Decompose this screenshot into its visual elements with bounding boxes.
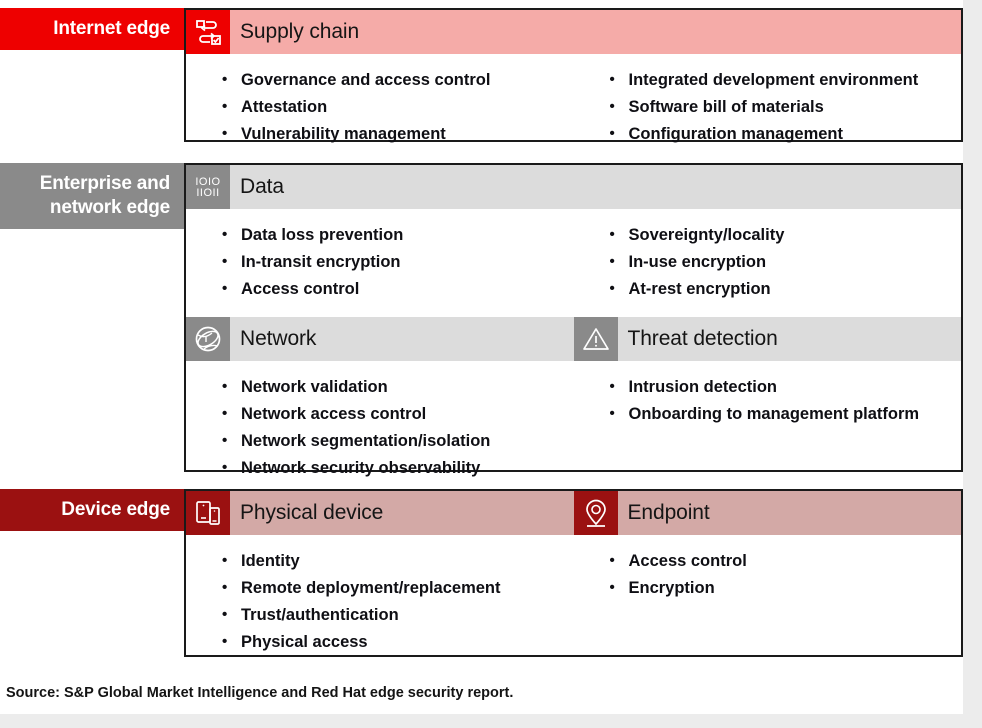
bullet-list: Access control Encryption [574,535,962,616]
data-column-2: Sovereignty/locality In-use encryption A… [574,209,962,317]
supply-chain-icon [186,10,230,54]
panel-header-network: Network [186,317,574,361]
tier-internet-edge: Internet edge Supply [0,8,963,147]
panel-title-supply-chain: Supply chain [230,10,961,54]
svg-text:IIOII: IIOII [196,187,219,199]
network-items: Network validation Network access contro… [186,361,574,496]
bullet-list: Network validation Network access contro… [186,361,574,496]
tier-enterprise-network-edge: Enterprise and network edge IOIO IIOII D… [0,163,963,481]
tier-label-device-edge: Device edge [0,489,184,531]
bullet-list: Integrated development environment Softw… [574,54,962,162]
endpoint-items: Access control Encryption [574,535,962,670]
right-gutter [963,0,982,728]
list-item: In-transit encryption [220,248,574,276]
list-item: Integrated development environment [608,66,962,94]
source-note: Source: S&P Global Market Intelligence a… [6,685,514,701]
list-item: Remote deployment/replacement [220,574,574,602]
list-item: Software bill of materials [608,93,962,121]
bullet-list: Sovereignty/locality In-use encryption A… [574,209,962,317]
list-item: Sovereignty/locality [608,221,962,249]
list-item: Physical access [220,628,574,656]
panel-title-endpoint: Endpoint [617,491,961,535]
threat-header-wrap: Threat detection [573,317,961,361]
list-item: Attestation [220,93,574,121]
panel-title-data: Data [230,165,961,209]
list-item: Network validation [220,373,574,401]
tier-label-internet-edge: Internet edge [0,8,184,50]
tier-label-line-2: network edge [49,197,170,218]
device-body: Identity Remote deployment/replacement T… [186,535,961,670]
list-item: Trust/authentication [220,601,574,629]
card-supply-chain: Supply chain Governance and access contr… [184,8,963,147]
card-enterprise-network: IOIO IIOII Data Data loss prevention In-… [184,163,963,481]
data-column-1: Data loss prevention In-transit encrypti… [186,209,574,317]
svg-text:IOIO: IOIO [195,176,220,188]
bullet-list: Data loss prevention In-transit encrypti… [186,209,574,317]
threat-items: Intrusion detection Onboarding to manage… [574,361,962,496]
device-headers: Physical device E [186,491,961,535]
tier-label-line-1: Enterprise and [39,173,170,194]
panel-title-threat-detection: Threat detection [617,317,961,361]
warning-triangle-icon [573,317,618,361]
bottom-gutter [0,714,982,728]
network-threat-headers: Network Threat de [186,317,961,361]
location-pin-icon [573,491,618,535]
list-item: Network segmentation/isolation [220,427,574,455]
list-item: Intrusion detection [608,373,962,401]
globe-network-icon [186,317,230,361]
tier-label-enterprise-network-edge: Enterprise and network edge [0,163,184,229]
data-body: Data loss prevention In-transit encrypti… [186,209,961,317]
devices-icon [186,491,230,535]
tier-device-edge: Device edge [0,489,963,657]
panel-header-threat-detection: Threat detection [573,317,961,361]
bullet-list: Intrusion detection Onboarding to manage… [574,361,962,442]
bullet-list: Identity Remote deployment/replacement T… [186,535,574,670]
list-item: Network access control [220,400,574,428]
panel-header-physical-device: Physical device [186,491,574,535]
list-item: Configuration management [608,120,962,148]
network-threat-body: Network validation Network access contro… [186,361,961,496]
list-item: Vulnerability management [220,120,574,148]
list-item: Data loss prevention [220,221,574,249]
list-item: Governance and access control [220,66,574,94]
panel-header-endpoint: Endpoint [573,491,961,535]
list-item: At-rest encryption [608,275,962,303]
endpoint-header-wrap: Endpoint [573,491,961,535]
list-item: Network security observability [220,454,574,482]
supply-chain-column-1: Governance and access control Attestatio… [186,54,574,162]
list-item: Access control [220,275,574,303]
supply-chain-column-2: Integrated development environment Softw… [574,54,962,162]
network-header-wrap: Network [186,317,574,361]
physical-device-header-wrap: Physical device [186,491,574,535]
physical-device-items: Identity Remote deployment/replacement T… [186,535,574,670]
bullet-list: Governance and access control Attestatio… [186,54,574,162]
panel-title-physical-device: Physical device [230,491,574,535]
card-device-edge: Physical device E [184,489,963,657]
binary-data-icon: IOIO IIOII [186,165,230,209]
list-item: Encryption [608,574,962,602]
supply-chain-body: Governance and access control Attestatio… [186,54,961,162]
panel-header-supply-chain: Supply chain [186,10,961,54]
list-item: Onboarding to management platform [608,400,962,428]
list-item: Access control [608,547,962,575]
panel-header-data: IOIO IIOII Data [186,165,961,209]
list-item: Identity [220,547,574,575]
panel-title-network: Network [230,317,574,361]
diagram-canvas: Internet edge Supply [0,0,963,714]
list-item: In-use encryption [608,248,962,276]
